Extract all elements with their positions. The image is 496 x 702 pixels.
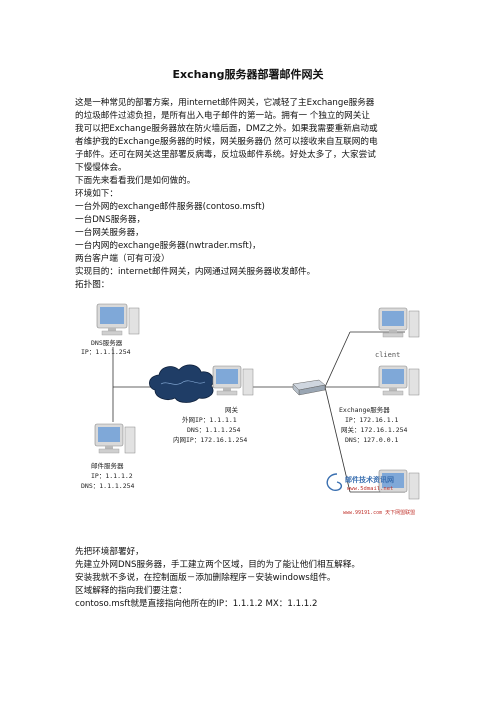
text-line: 下面先来看看我们是如何做的。	[75, 176, 196, 186]
client-label: client	[375, 351, 400, 359]
text-line: 先把环境部署好，	[75, 547, 144, 557]
text-line: 两台客户端（可有可没）	[75, 254, 170, 264]
client-computer-icon	[378, 469, 420, 500]
watermark-url: www.5dmail.net	[347, 486, 393, 492]
exchange-gateway: 网关：172.16.1.254	[341, 425, 408, 434]
text-line: 拓扑图：	[75, 280, 110, 290]
gateway-internal-ip: 内网IP：172.16.1.254	[173, 435, 247, 444]
text-line: 安装我就不多说，在控制面版－添加删除程序－安装windows组件。	[75, 573, 336, 583]
text-line: 的垃圾邮件过滤负担，是所有出入电子邮件的第一站。拥有一 个独立的网关让	[75, 111, 370, 121]
watermark-title: 邮件技术资讯网	[345, 475, 394, 484]
mail-server-label: 邮件服务器	[91, 461, 124, 470]
intro-text: 这是一种常见的部署方案，用internet邮件网关，它减轻了主Exchange服…	[75, 97, 423, 292]
text-line: 一台网关服务器，	[75, 228, 144, 238]
mail-server-ip: IP：1.1.1.2	[91, 472, 133, 480]
gateway-server-icon	[212, 365, 254, 396]
text-line: 子邮件。还可在网关这里部署反病毒，反垃圾邮件系统。好处太多了，大家尝试	[75, 150, 376, 160]
text-line: 区域解释的指向我们要注意：	[75, 586, 187, 596]
text-line: 一台内网的exchange服务器(nwtrader.msft)，	[75, 241, 261, 251]
client-computer-icon	[378, 307, 420, 338]
exchange-label: Exchange服务器	[339, 405, 390, 414]
dns-server-icon	[96, 303, 140, 336]
mail-server-icon	[94, 423, 136, 454]
exchange-dns: DNS：127.0.0.1	[345, 436, 399, 444]
text-line: 一台外网的exchange邮件服务器(contoso.msft)	[75, 202, 265, 212]
watermark-logo: 邮件技术资讯网 www.5dmail.net www.99191.com 天下网…	[326, 473, 415, 516]
text-line: 一台DNS服务器，	[75, 215, 146, 225]
outro-text: 先把环境部署好， 先建立外网DNS服务器，手工建立两个区域，目的为了能让他们相互…	[75, 546, 423, 611]
text-line: 者维护我的Exchange服务器的时候，网关服务器仍 然可以接收来自互联网的电	[75, 137, 378, 147]
dns-server-label: DNS服务器	[91, 338, 123, 347]
text-line: contoso.msft就是直接指向他所在的IP：1.1.1.2 MX：1.1.…	[75, 599, 318, 609]
gateway-external-ip: 外网IP：1.1.1.1	[182, 415, 237, 424]
gateway-label: 网关	[225, 405, 239, 414]
text-line: 先建立外网DNS服务器，手工建立两个区域，目的为了能让他们相互解释。	[75, 560, 360, 570]
text-line: 环境如下：	[75, 189, 118, 199]
text-line: 这是一种常见的部署方案，用internet邮件网关，它减轻了主Exchange服…	[75, 98, 375, 108]
dns-server-ip: IP：1.1.1.254	[81, 348, 131, 356]
text-line: 实现目的：internet邮件网关，内网通过网关服务器收发邮件。	[75, 267, 316, 277]
text-line: 下慢慢体会。	[75, 163, 127, 173]
topology-diagram: DNS服务器 IP：1.1.1.254 网关 外网IP：1.1.1.1 DNS：…	[81, 303, 420, 516]
page-title: Exchang服务器部署邮件网关	[172, 68, 324, 81]
text-line: 我可以把Exchange服务器放在防火墙后面，DMZ之外。如果我需要重新启动或	[75, 124, 378, 134]
switch-icon	[292, 379, 326, 396]
gateway-dns: DNS：1.1.1.254	[187, 426, 241, 434]
exchange-server-icon	[378, 365, 420, 396]
mail-server-dns: DNS：1.1.1.254	[81, 482, 135, 490]
internet-cloud-icon	[149, 364, 214, 403]
exchange-ip: IP：172.16.1.1	[345, 416, 399, 424]
watermark-footer: www.99191.com 天下网盟联盟	[343, 509, 415, 516]
